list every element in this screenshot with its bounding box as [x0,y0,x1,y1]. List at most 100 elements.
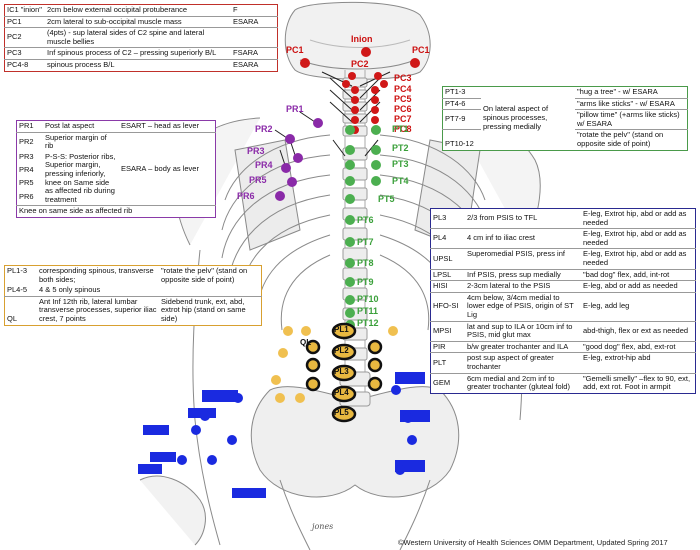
pt2-label: PT2 [392,143,409,153]
pc1-left-point [300,58,310,68]
table-row: LPSL Inf PSIS, press sup medially "bad d… [430,268,696,281]
pt-position: "arms like sticks" - w/ ESARA [575,97,688,110]
pc-table: IC1 "inion" 2cm below external occipital… [4,4,278,72]
pt11-label: PT11 [357,306,379,316]
ql-points [271,326,398,403]
hip-code: PLT [430,352,465,373]
table-row: PR2 Superior margin of rib ESARA – body … [16,131,216,206]
hip-position: "bad dog" flex, add, int-rot [581,268,696,281]
pr2-label: PR2 [255,124,273,134]
pc-code: PC2 [4,27,45,48]
hip-code: LPSL [430,268,465,281]
pr-desc: Superior margin of rib [43,131,119,152]
pt5-label: PT5 [378,194,395,204]
table-row: Knee on same side as affected rib [16,205,216,218]
pc8-label: PC8 [394,124,412,134]
hip-position: abd-thigh, flex or ext as needed [581,320,696,342]
hip-position: E-leg, Extrot hip, abd or add as needed [583,209,687,227]
ql-label: QL [300,338,312,347]
hip-desc: 6cm medial and 2cm inf to greater trocha… [465,372,581,394]
pc1-right-point [410,58,420,68]
pr-points [275,118,323,201]
pl-code: PL1-3 [7,266,28,275]
pl-code: PL4-5 [7,285,28,295]
hip-desc: Superomedial PSIS, press inf [465,248,581,270]
table-row: PT4-6 "arms like sticks" - w/ ESARA [442,97,688,110]
table-row: PC3 Inf spinous process of C2 – pressing… [4,47,278,60]
pt-table: PT1-3 On lateral aspect of spinous proce… [442,86,688,151]
pl-desc: 4 & 5 only spinous [39,285,101,295]
table-row: PL1-3 corresponding spinous, transverse … [5,266,262,286]
pt-position: "rotate the pelv" (stand on opposite sid… [575,129,688,151]
table-row: QL Ant Inf 12th rib, lateral lumbar tran… [4,295,262,326]
table-row: PT7-9 "pillow time" (+arms like sticks) … [442,109,688,130]
pc1-right-label: PC1 [412,45,430,55]
inion-label: Inion [351,34,373,44]
hip-position: E-leg, abd or add as needed [581,280,696,293]
pl-desc: corresponding spinous, transverse both s… [39,266,154,284]
hip-desc: 2/3 from PSIS to TFL [467,213,538,223]
pt9-label: PT9 [357,277,374,287]
pc-desc: Inf spinous process of C2 – pressing sup… [45,47,231,60]
hip-desc: lat and sup to ILA or 10cm inf to PSIS, … [465,320,581,342]
pc4-label: PC4 [394,84,412,94]
pr-table: PR1 Post lat aspect ESART – head as leve… [16,120,216,218]
pr1-label: PR1 [286,104,304,114]
pt12-label: PT12 [357,318,379,328]
pc-desc: spinous process B/L [45,58,231,72]
hip-desc: 4 cm inf to iliac crest [465,228,581,249]
pr-code: PR4 [19,165,34,175]
table-row: PT1-3 On lateral aspect of spinous proce… [443,87,688,130]
pt-points [345,125,381,330]
ql-code: QL [4,295,37,326]
pt-position: "hug a tree" - w/ ESARA [577,87,658,96]
hip-code: MPSI [430,320,465,342]
hip-desc: 4cm below, 3/4cm medial to lower edge of… [465,291,581,322]
pl4-label: PL4 [334,388,349,397]
ql-position: Sidebend trunk, ext, abd, extrot hip (st… [159,295,262,326]
hip-position: E-leg, Extrot hip, abd or add as needed [581,248,696,270]
pl5-label: PL5 [334,408,349,417]
table-row: PL4-5 4 & 5 only spinous [5,285,262,296]
pr6-label: PR6 [237,191,255,201]
table-row: HFO-SI 4cm below, 3/4cm medial to lower … [430,291,696,322]
copyright-text: ©Western University of Health Sciences O… [398,538,668,547]
hip-desc: b/w greater trochanter and ILA [465,340,581,353]
pt1-label: PT1 [392,124,409,134]
pc-desc: 2cm lateral to sub-occipital muscle mass [45,15,231,28]
ic1-point [361,47,371,57]
pr-position: ESART – head as lever [121,121,200,130]
pt-code: PT7-9 [442,109,481,130]
pr-position: ESARA – body as lever [119,131,216,206]
pl-points [305,322,383,423]
pc-code: PC3 [4,47,45,60]
hip-desc: post sup aspect of greater trochanter [465,352,581,373]
pt7-label: PT7 [357,237,374,247]
hip-desc: Inf PSIS, press sup medially [465,268,581,281]
table-row: UPSL Superomedial PSIS, press inf E-leg,… [430,248,696,270]
hip-position: "Gemelli smelly" –flex to 90, ext, add, … [581,372,696,394]
pl1-label: PL1 [334,325,349,334]
pc7-label: PC7 [394,114,412,124]
pt10-label: PT10 [357,294,379,304]
pr-code: PR3 [19,151,34,161]
hip-position: E-leg, Extrot hip, abd or add as needed [581,228,696,249]
pr-code: PR2 [16,131,43,152]
pr4-label: PR4 [255,160,273,170]
pc-desc: 2cm below external occipital protuberanc… [47,5,188,14]
pc-position: FSARA [231,47,278,60]
hip-table: PL3 2/3 from PSIS to TFL E-leg, Extrot h… [430,208,696,394]
pr-desc: P-S-S: Posterior ribs, Superior margin, … [45,151,116,204]
pt-position: "pillow time" (+arms like sticks) w/ ESA… [575,109,688,130]
pc-position: F [233,5,238,14]
pc-code: IC1 "inion" [7,5,42,14]
hip-code: PL4 [430,228,465,249]
table-row: PIR b/w greater trochanter and ILA "good… [430,340,696,353]
pt3-label: PT3 [392,159,409,169]
pt-code: PT1-3 [445,87,466,96]
signature: jones [312,522,334,531]
pl3-label: PL3 [334,367,349,376]
pc-position [231,27,278,48]
hip-position: E-leg, add leg [581,291,696,322]
pt-code: PT10-12 [442,129,481,151]
